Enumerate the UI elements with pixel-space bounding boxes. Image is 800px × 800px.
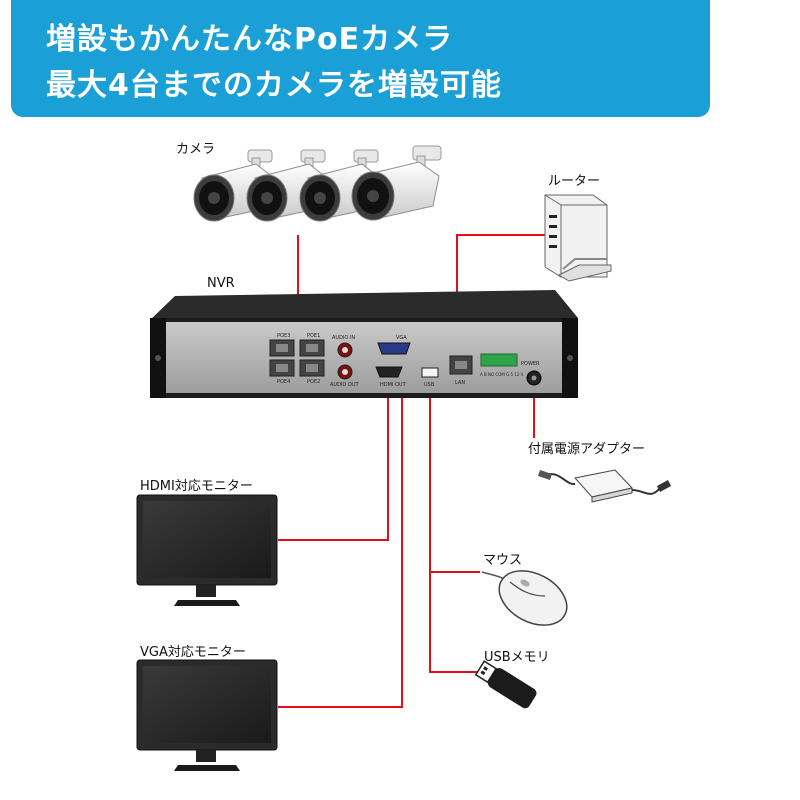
hdmi-monitor-icon <box>136 494 278 606</box>
vga-cable <box>278 348 403 708</box>
port-label-power: POWER <box>521 361 540 367</box>
port-label-audio-out: AUDIO OUT <box>330 382 360 388</box>
port-label-poe1: POE1 <box>307 333 320 339</box>
camera-label: カメラ <box>176 142 216 157</box>
port-label-alarm: A B NO COM G 5 12 V <box>480 372 524 377</box>
usb-memory-icon <box>474 660 537 709</box>
mouse-label: マウス <box>483 553 523 568</box>
header-title-line2: 最大4台までのカメラを増設可能 <box>46 68 502 103</box>
nvr-device: POE3 POE1 POE4 POE2 AUDIO IN AUDIO OUT V… <box>150 290 578 398</box>
port-label-usb: USB <box>424 382 435 388</box>
router-label: ルーター <box>548 174 601 189</box>
usb-memory-label: USBメモリ <box>484 650 550 665</box>
router-icon <box>544 194 612 282</box>
hdmi-monitor-label: HDMI対応モニター <box>140 479 253 494</box>
usb-port <box>421 367 439 378</box>
camera-icon-2 <box>246 149 328 222</box>
alarm-terminal <box>480 353 518 367</box>
mouse-icon <box>481 570 568 626</box>
port-label-poe4: POE4 <box>277 379 290 385</box>
port-label-lan: LAN <box>455 380 465 386</box>
camera-group <box>193 145 442 222</box>
port-label-audio-in: AUDIO IN <box>332 335 355 341</box>
vga-monitor-label: VGA対応モニター <box>140 645 246 660</box>
power-adapter-icon <box>538 469 671 503</box>
vga-monitor-icon <box>136 659 278 771</box>
port-label-poe2: POE2 <box>307 379 320 385</box>
port-label-poe3: POE3 <box>277 333 290 339</box>
power-adapter-label: 付属電源アダプター <box>528 442 646 457</box>
hdmi-port <box>375 366 403 378</box>
camera-icon-4 <box>351 145 442 221</box>
header-title-line1: 増設もかんたんなPoEカメラ <box>46 22 454 57</box>
nvr-label: NVR <box>207 276 235 291</box>
port-label-hdmi: HDMI OUT <box>380 382 407 388</box>
hdmi-cable <box>278 383 389 541</box>
port-label-vga: VGA <box>396 335 407 341</box>
usb-cable <box>429 383 480 673</box>
vga-port <box>377 342 411 355</box>
header-banner: 増設もかんたんなPoEカメラ 最大4台までのカメラを増設可能 <box>11 0 710 117</box>
